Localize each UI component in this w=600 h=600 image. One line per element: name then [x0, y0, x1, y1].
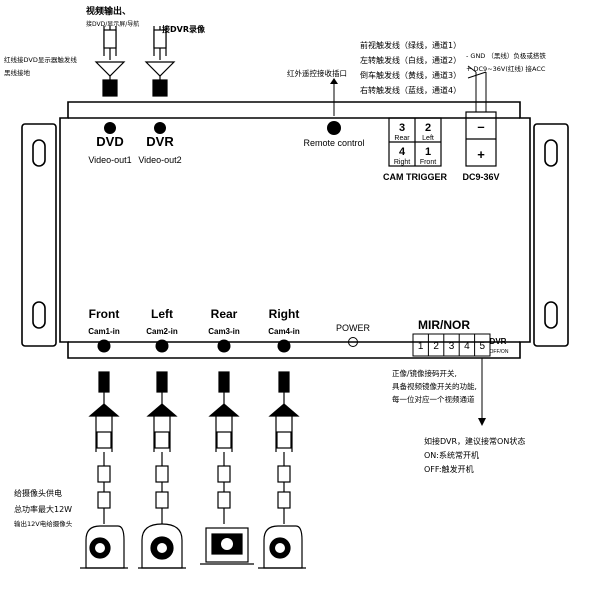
camera-power-note-3: 输出12V电给摄像头 [14, 519, 73, 528]
trigger-name-rear: Rear [394, 135, 410, 142]
dvd-jack [104, 122, 116, 134]
trigger-num-front: 1 [425, 146, 431, 158]
dip-switch [412, 333, 491, 357]
camera-inputs: Front Left Rear Right Cam1-in Cam2-in Ca… [88, 307, 300, 353]
camera-cable-front [88, 371, 120, 524]
dip-switch-3[interactable]: 3 [449, 341, 455, 352]
dip-switch-4[interactable]: 4 [464, 341, 470, 352]
annotations: 视频输出、 接DVD/显示屏/导航 接DVR录像 红线接DVD显示器触发线 黑线… [4, 5, 546, 528]
dvr-note-1: 如接DVR，建议接常ON状态 [424, 436, 525, 446]
mirror-note-3: 每一位对应一个视频通道 [392, 394, 475, 404]
cam1-jack [97, 339, 111, 353]
video-output-sub: 接DVD/显示屏/导航 [86, 20, 139, 28]
cam-trigger-labels: 3 Rear 2 Left 4 Right 1 Front [394, 122, 436, 166]
trigger-num-rear: 3 [399, 122, 405, 134]
dip-switch-2[interactable]: 2 [433, 341, 439, 352]
input-left-sub: Cam2-in [146, 327, 178, 336]
gnd-wire-note: - GND （黑线）负极或搭铁 [466, 51, 546, 60]
camera-power-note-2: 总功率最大12W [14, 504, 72, 514]
cam-trigger-title: CAM TRIGGER [383, 172, 447, 182]
input-left-label: Left [151, 307, 173, 321]
remote-label: Remote control [303, 138, 364, 148]
power-led [348, 337, 358, 347]
video-output-title: 视频输出、 [86, 5, 131, 17]
input-right-sub: Cam4-in [268, 327, 300, 336]
dvr-note-arrow [478, 358, 486, 426]
mir-nor-title: MIR/NOR [418, 318, 470, 332]
camera-cable-left [146, 371, 178, 524]
dvd-sub-label: Video-out1 [88, 155, 131, 165]
trigger-wire-2: 左转触发线（白线，通道2） [360, 55, 461, 65]
camera-cable-rear [208, 371, 240, 524]
mirror-note-2: 具备视频镜像开关的功能, [392, 381, 477, 391]
power-minus-label: – [477, 119, 484, 134]
mount-bracket-left [21, 123, 57, 347]
camera-right [258, 525, 306, 569]
red-wire-note: 红线接DVD显示器触发线 [4, 55, 77, 64]
remote-control-port: Remote control [303, 78, 365, 148]
camera-power-note-1: 给摄像头供电 [14, 488, 62, 498]
input-front-sub: Cam1-in [88, 327, 120, 336]
input-rear-sub: Cam3-in [208, 327, 240, 336]
power-led-label: POWER [336, 323, 371, 333]
power-voltage-label: DC9-36V [462, 172, 499, 182]
input-right-label: Right [269, 307, 300, 321]
trigger-name-front: Front [420, 159, 436, 166]
power-terminal-block [465, 111, 497, 167]
dvr-sub-label: Video-out2 [138, 155, 181, 165]
input-rear-label: Rear [211, 307, 238, 321]
camera-front [80, 525, 128, 569]
output-jacks: DVD DVR Video-out1 Video-out2 [88, 122, 182, 165]
camera-rear [200, 527, 254, 565]
black-wire-note: 黑线接地 [4, 68, 31, 77]
cam-trigger-block [388, 117, 442, 167]
acc-wire-note: + DC9~36V(红线) 接ACC [466, 64, 546, 73]
dvr-jack [154, 122, 166, 134]
trigger-wire-1: 前视触发线（绿线，通道1） [360, 40, 461, 50]
mirror-note-1: 正像/镜像接码开关, [392, 368, 457, 378]
trigger-num-left: 2 [425, 122, 431, 134]
dvr-switch-sub: OFF/ON [490, 349, 509, 355]
camera-left [138, 523, 186, 569]
trigger-wire-4: 右转触发线（蓝线，通道4） [360, 85, 461, 95]
power-plus-label: + [477, 147, 485, 162]
power-wire-leads [467, 65, 487, 112]
dip-switch-1[interactable]: 1 [418, 341, 424, 352]
dvr-label: DVR [146, 134, 174, 149]
trigger-wire-3: 倒车触发线（黄线，通道3） [360, 70, 461, 80]
dip-switch-numbers: 1 2 3 4 5 [418, 341, 486, 352]
input-front-label: Front [89, 307, 120, 321]
dvd-label: DVD [96, 134, 123, 149]
camera-cables [88, 371, 300, 524]
trigger-num-right: 4 [399, 146, 406, 158]
ir-receiver-note: 红外遥控接收插口 [287, 68, 347, 78]
dvr-switch-label: DVR [490, 337, 507, 346]
trigger-name-right: Right [394, 159, 410, 166]
output-cables [94, 26, 176, 97]
camera-cable-right [268, 371, 300, 524]
cam3-jack [217, 339, 231, 353]
mount-bracket-right [533, 123, 569, 347]
cam4-jack [277, 339, 291, 353]
remote-jack [327, 121, 341, 135]
dip-switch-5[interactable]: 5 [480, 341, 486, 352]
dvr-record-note: 接DVR录像 [162, 24, 206, 34]
device-housing [59, 101, 531, 359]
dvr-note-2: ON:系统常开机 [424, 450, 479, 460]
cam2-jack [155, 339, 169, 353]
dvr-note-3: OFF:触发开机 [424, 464, 474, 474]
trigger-name-left: Left [422, 135, 434, 142]
